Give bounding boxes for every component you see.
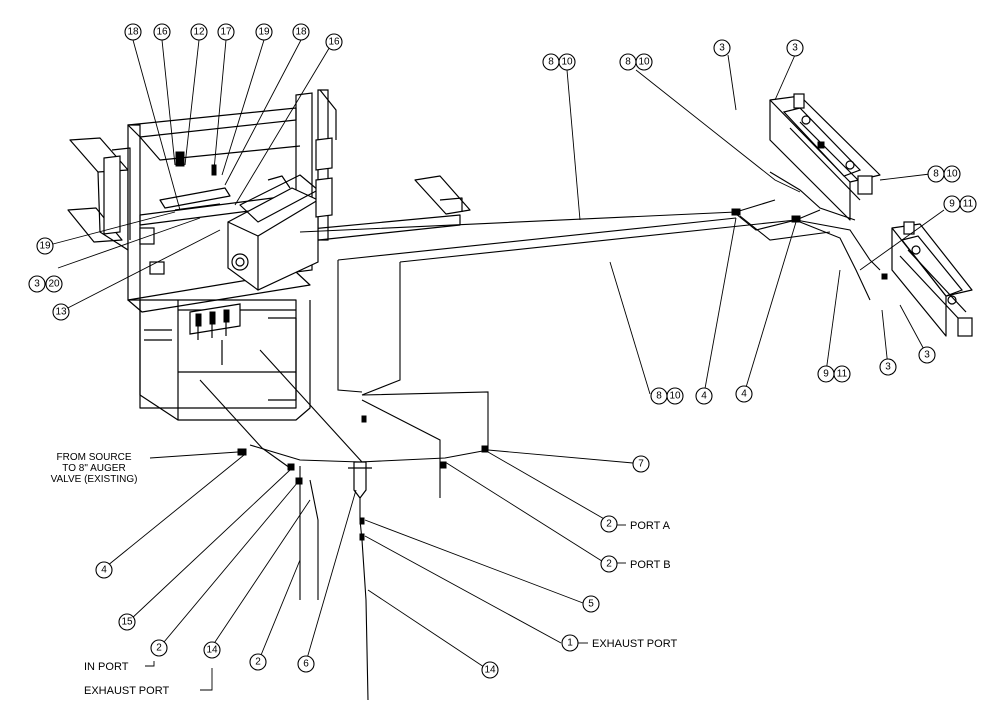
svg-text:10: 10	[669, 391, 681, 402]
svg-text:9: 9	[823, 369, 829, 380]
svg-text:3: 3	[885, 362, 891, 373]
exhaust-port-right-label: EXHAUST PORT	[592, 638, 677, 650]
svg-text:14: 14	[484, 665, 496, 676]
callout-11: 11	[833, 365, 851, 383]
svg-text:18: 18	[295, 27, 307, 38]
notes: FROM SOURCE TO 8" AUGER VALVE (EXISTING)…	[51, 452, 678, 697]
svg-text:10: 10	[946, 169, 958, 180]
callout-2: 2	[600, 515, 618, 533]
callout-2: 2	[150, 639, 168, 657]
callout-19: 19	[255, 23, 273, 41]
svg-text:8: 8	[656, 391, 662, 402]
svg-text:13: 13	[55, 307, 67, 318]
svg-text:4: 4	[101, 565, 107, 576]
callout-4: 4	[735, 385, 753, 403]
svg-text:6: 6	[303, 659, 309, 670]
callout-8: 8	[927, 165, 945, 183]
svg-text:8: 8	[625, 57, 631, 68]
port-a-label: PORT A	[630, 520, 671, 532]
callout-10: 10	[943, 165, 961, 183]
callout-8: 8	[650, 387, 668, 405]
port-b-label: PORT B	[630, 559, 671, 571]
svg-text:14: 14	[206, 645, 218, 656]
cabinet-assembly	[139, 299, 311, 421]
callout-3: 3	[918, 346, 936, 364]
callout-5: 5	[582, 595, 600, 613]
svg-text:7: 7	[638, 459, 644, 470]
upper-cylinder-assembly	[769, 93, 881, 221]
callout-14: 14	[481, 661, 499, 679]
callout-14: 14	[203, 641, 221, 659]
svg-text:3: 3	[924, 350, 930, 361]
callout-20: 20	[45, 275, 63, 293]
svg-text:18: 18	[127, 27, 139, 38]
svg-text:19: 19	[39, 241, 51, 252]
svg-text:4: 4	[741, 389, 747, 400]
callout-12: 12	[190, 23, 208, 41]
source-note-line2: TO 8" AUGER	[62, 463, 125, 474]
callouts: 18 16 12 17 19 18 16 19 3 20 13 8 10 8 1…	[28, 23, 977, 679]
source-note-line3: VALVE (EXISTING)	[51, 474, 138, 485]
callout-3: 3	[786, 39, 804, 57]
svg-text:2: 2	[606, 559, 612, 570]
callout-15: 15	[118, 613, 136, 631]
svg-text:3: 3	[34, 279, 40, 290]
svg-text:16: 16	[156, 27, 168, 38]
callout-8: 8	[542, 53, 560, 71]
svg-text:3: 3	[792, 43, 798, 54]
svg-text:2: 2	[156, 643, 162, 654]
svg-text:2: 2	[606, 519, 612, 530]
svg-text:10: 10	[561, 57, 573, 68]
callout-11: 11	[959, 195, 977, 213]
source-note-line1: FROM SOURCE	[57, 452, 132, 463]
callout-7: 7	[632, 455, 650, 473]
callout-2: 2	[249, 653, 267, 671]
fittings	[237, 208, 801, 541]
svg-text:11: 11	[837, 369, 848, 380]
svg-text:8: 8	[933, 169, 939, 180]
callout-9: 9	[817, 365, 835, 383]
callout-3: 3	[28, 275, 46, 293]
svg-text:10: 10	[638, 57, 650, 68]
callout-6: 6	[297, 655, 315, 673]
callout-3: 3	[713, 39, 731, 57]
svg-text:17: 17	[220, 27, 232, 38]
callout-10: 10	[558, 53, 576, 71]
leader-lines	[52, 39, 945, 691]
callout-4: 4	[695, 387, 713, 405]
exhaust-port-bottom-label: EXHAUST PORT	[84, 685, 169, 697]
callout-10: 10	[666, 387, 684, 405]
callout-2: 2	[600, 555, 618, 573]
callout-13: 13	[52, 303, 70, 321]
callout-19: 19	[36, 237, 54, 255]
svg-text:1: 1	[567, 638, 573, 649]
svg-text:16: 16	[328, 37, 340, 48]
svg-text:5: 5	[588, 599, 594, 610]
svg-text:2: 2	[255, 657, 261, 668]
frame-assembly	[67, 89, 471, 313]
svg-text:15: 15	[121, 617, 133, 628]
svg-text:19: 19	[258, 27, 270, 38]
in-port-label: IN PORT	[84, 661, 129, 673]
callout-8: 8	[619, 53, 637, 71]
svg-text:12: 12	[193, 27, 205, 38]
callout-17: 17	[217, 23, 235, 41]
callout-3: 3	[879, 358, 897, 376]
svg-text:9: 9	[949, 199, 955, 210]
callout-4: 4	[95, 561, 113, 579]
callout-18: 18	[124, 23, 142, 41]
callout-9: 9	[943, 195, 961, 213]
lower-cylinder-assembly	[881, 221, 973, 337]
callout-18: 18	[292, 23, 310, 41]
svg-text:4: 4	[701, 391, 707, 402]
svg-text:3: 3	[719, 43, 725, 54]
callout-10: 10	[635, 53, 653, 71]
svg-text:11: 11	[963, 199, 974, 210]
svg-text:8: 8	[548, 57, 554, 68]
svg-text:20: 20	[48, 279, 60, 290]
callout-16: 16	[325, 33, 343, 51]
callout-1: 1	[561, 634, 579, 652]
callout-16: 16	[153, 23, 171, 41]
